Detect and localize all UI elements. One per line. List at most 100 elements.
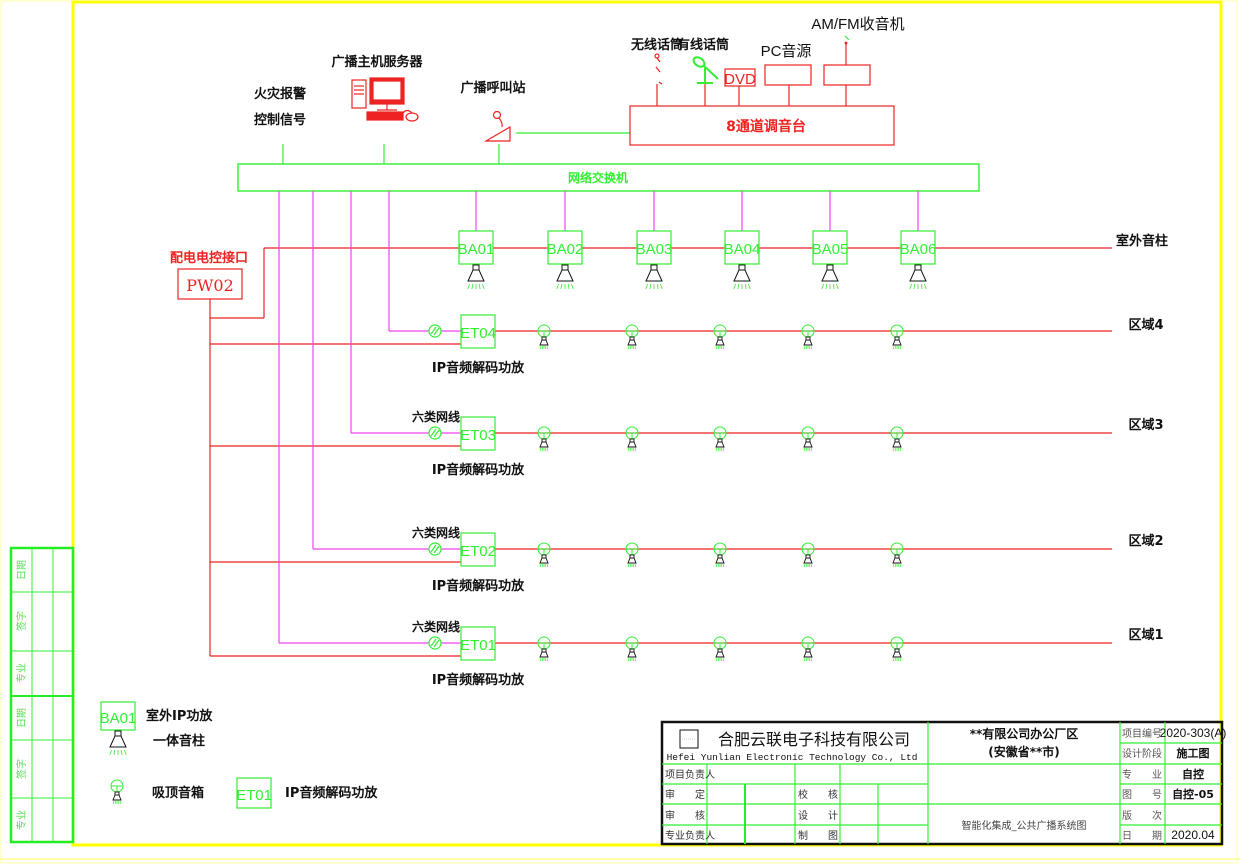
horn-speaker-icon	[467, 264, 485, 290]
ceiling-speaker-icon	[713, 542, 727, 568]
outdoor-amp-ba05: BA05	[812, 230, 848, 290]
ceiling-speaker-icon	[625, 542, 639, 568]
outdoor-amp-code: BA06	[900, 241, 937, 258]
title-fields: 项目编号2020-303(A)设计阶段施工图专 业自控图 号自控-05版 次日 …	[1122, 726, 1226, 842]
ceiling-speaker-icon	[625, 324, 639, 350]
role-discipline-lead: 专业负责人	[665, 829, 715, 842]
decoder-amp-caption: IP音频解码功放	[432, 360, 525, 376]
field-label: 项目编号	[1122, 727, 1162, 740]
side-label-date-1: 日期	[16, 560, 28, 580]
outdoor-amp-ba04: BA04	[724, 230, 760, 290]
role-design: 设 计	[798, 809, 838, 822]
ceiling-speaker-icon	[713, 426, 727, 452]
decoder-amp-box	[460, 314, 496, 349]
field-value: 自控	[1182, 767, 1204, 781]
horn-speaker-icon	[909, 264, 927, 290]
dvd-label: DVD	[724, 71, 756, 88]
outdoor-amp-ba03: BA03	[636, 230, 673, 290]
wireless-mic-label: 无线话筒	[630, 37, 683, 53]
ceiling-speaker-icon	[110, 779, 124, 805]
legend-et-box	[236, 777, 272, 809]
outdoor-amp-box	[812, 230, 848, 265]
side-label-discipline-2: 专业	[15, 810, 28, 830]
radio-box	[823, 64, 871, 86]
drawing-frame	[71, 0, 1223, 847]
zone-label: 区域2	[1128, 533, 1163, 549]
cat6-connector-icon	[428, 636, 442, 650]
network-switch-label: 网络交换机	[568, 170, 628, 185]
ceiling-speaker-icon	[537, 636, 551, 662]
legend-ba-box	[100, 701, 136, 731]
legend-et-code: ET01	[236, 787, 272, 804]
zone-rows: ET04IP音频解码功放区域4六类网线ET03IP音频解码功放区域3六类网线ET…	[412, 314, 1164, 688]
role-approve: 审 定	[665, 788, 705, 801]
outdoor-amp-code: BA03	[636, 241, 673, 258]
role-check: 校 核	[798, 788, 838, 801]
wired-mic-icon	[692, 56, 719, 84]
decoder-amp-box	[460, 626, 496, 661]
call-station-label: 广播呼叫站	[460, 80, 525, 96]
legend-ceiling-label: 吸顶音箱	[152, 785, 204, 801]
ceiling-speaker-icon	[801, 324, 815, 350]
ceiling-speaker-icon	[537, 542, 551, 568]
legend-ba-code: BA01	[100, 710, 137, 727]
ceiling-speaker-icon	[801, 426, 815, 452]
legend: BA01 室外IP功放 一体音柱 吸顶音箱 ET01 IP音频解码功放	[100, 701, 378, 809]
fire-alarm-label-1: 火灾报警	[254, 86, 306, 102]
zone-label: 区域3	[1128, 417, 1163, 433]
ceiling-speaker-icon	[713, 636, 727, 662]
company-name-cn: 合肥云联电子科技有限公司	[718, 730, 910, 749]
server-label: 广播主机服务器	[331, 54, 423, 70]
project-name-line1: **有限公司办公厂区	[970, 726, 1079, 741]
pc-source-label: PC音源	[761, 43, 812, 60]
legend-ba-line2: 一体音柱	[153, 733, 205, 749]
radio-label: AM/FM收音机	[811, 16, 904, 33]
ceiling-speaker-icon	[625, 636, 639, 662]
decoder-amp-caption: IP音频解码功放	[432, 672, 525, 688]
revision-side-table: 日期 签字 专业 日期 签字 专业	[9, 546, 75, 844]
cat6-connector-icon	[428, 426, 442, 440]
outdoor-amp-code: BA01	[458, 241, 495, 258]
horn-speaker-icon	[556, 264, 574, 290]
outdoor-amp-box	[547, 230, 583, 265]
ceiling-speaker-icon	[713, 324, 727, 350]
horn-speaker-icon	[109, 730, 127, 756]
company-name-en: Hefei Yunlian Electronic Technology Co.,…	[667, 752, 918, 763]
cat6-cable-label: 六类网线	[412, 525, 460, 540]
field-label: 设计阶段	[1122, 747, 1162, 760]
horn-speaker-icon	[733, 264, 751, 290]
outdoor-amp-ba02: BA02	[547, 230, 583, 290]
ceiling-speaker-icon	[110, 779, 124, 805]
legend-ba-line1: 室外IP功放	[146, 708, 213, 724]
field-label: 专 业	[1122, 768, 1162, 781]
horn-speaker-icon	[645, 264, 663, 290]
wired-mic-label: 有线话筒	[677, 37, 729, 53]
outdoor-amp-box	[900, 230, 936, 265]
call-station-icon	[483, 110, 511, 142]
decoder-amp-code: ET02	[460, 543, 496, 560]
decoder-amp-code: ET01	[460, 637, 496, 654]
outdoor-amp-box	[636, 230, 672, 265]
side-label-discipline-1: 专业	[15, 663, 28, 683]
decoder-amp-code: ET04	[460, 325, 496, 342]
role-draft: 制 图	[798, 829, 838, 842]
mixer-label: 8通道调音台	[726, 118, 806, 135]
network-switch-box	[237, 163, 980, 192]
outdoor-speaker-row: BA01 BA02 BA03 BA04 BA05 BA06	[458, 230, 937, 290]
cat6-connector-icon	[428, 324, 442, 338]
role-project-lead: 项目负责人	[665, 768, 715, 781]
computer-icon	[351, 77, 419, 122]
side-label-sign-1: 签字	[15, 611, 28, 631]
decoder-amp-code: ET03	[460, 427, 496, 444]
ceiling-speaker-icon	[625, 426, 639, 452]
field-label: 图 号	[1122, 789, 1162, 801]
wireless-mic-icon	[654, 53, 663, 85]
legend-et-desc: IP音频解码功放	[285, 785, 378, 801]
outdoor-zone-label: 室外音柱	[1116, 233, 1168, 249]
power-interface-caption: 配电电控接口	[170, 250, 248, 266]
zone-label: 区域1	[1128, 627, 1163, 643]
ceiling-speaker-icon	[537, 324, 551, 350]
